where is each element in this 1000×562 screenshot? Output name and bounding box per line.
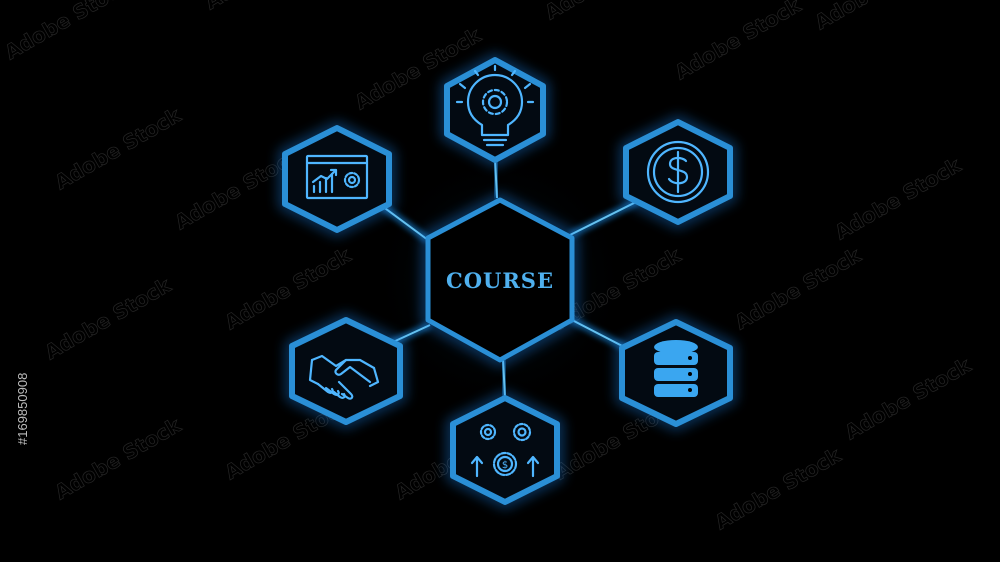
center-label: COURSE [446,268,554,293]
node-growth: $ [446,391,564,509]
node-idea [440,53,550,167]
watermark-text: Adobe Stock [831,153,966,245]
database-icon [654,340,698,397]
watermark-text: Adobe Stock [51,103,186,195]
center-hexagon: COURSE [421,193,579,367]
watermark-text: Adobe Stock [811,0,946,34]
node-analytics [278,121,396,237]
watermark-text: Adobe Stock [711,443,846,535]
svg-text:$: $ [502,460,508,471]
watermark-text: Adobe Stock [201,0,336,14]
node-partnership [285,313,407,429]
watermark-text: Adobe Stock [1,0,136,64]
watermark-text: Adobe Stock [51,413,186,505]
watermark-text: Adobe Stock [671,0,806,84]
dollar-coin-icon [646,140,710,204]
watermark-text: Adobe Stock [41,273,176,365]
watermark-text: Adobe Stock [541,0,676,24]
node-finance [619,115,737,229]
watermark-text: Adobe Stock [841,353,976,445]
watermark-text: Adobe Stock [731,243,866,335]
handshake-icon [308,354,380,400]
node-data [615,315,737,431]
stock-id-text: #169850908 [15,373,30,445]
gears-dollar-growth-icon: $ [470,422,540,478]
chart-presentation-icon [305,154,369,200]
lightbulb-gear-icon [455,64,535,147]
